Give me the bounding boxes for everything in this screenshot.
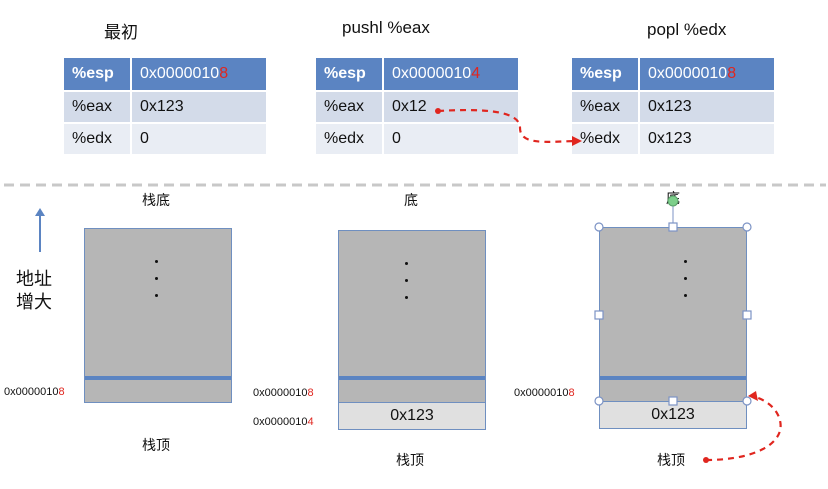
ellipsis-dot [405,262,408,265]
stack-marker [339,376,485,380]
table-row: %eax 0x123 [64,92,266,124]
table-row: %esp 0x00000108 [572,58,774,92]
table-row: %esp 0x00000104 [316,58,518,92]
stack-1 [84,228,232,403]
ellipsis-dot [684,260,687,263]
address-label: 0x00000108 [253,387,314,399]
register-value: 0 [384,124,518,156]
register-value: 0x123 [640,124,774,156]
table-row: %eax 0x123 [572,92,774,124]
ellipsis-dot [684,277,687,280]
stack-top-label-1: 栈顶 [142,437,170,453]
address-label: 0x00000104 [253,416,314,428]
ellipsis-dot [684,294,687,297]
address-increase-label: 地址 增大 [16,269,52,312]
register-name: %edx [316,124,384,156]
panel-2-title: pushl %eax [342,18,430,37]
register-name: %esp [316,58,384,92]
esp-marker [85,376,231,380]
ellipsis-dot [405,296,408,299]
ellipsis-dot [155,277,158,280]
stack-2 [338,230,486,404]
up-arrowhead-icon [35,208,45,216]
register-value: 0x00000108 [640,58,774,92]
stack-top-label-2: 栈顶 [396,452,424,468]
stack-bottom-label-3: 底 [666,190,680,206]
register-table-2: %esp 0x00000104 %eax 0x12 %edx 0 [316,58,518,156]
table-row: %edx 0 [64,124,266,156]
panel-3-title: popl %edx [647,20,727,39]
table-row: %edx 0x123 [572,124,774,156]
table-row: %eax 0x12 [316,92,518,124]
address-label: 0x00000108 [514,387,575,399]
table-row: %edx 0 [316,124,518,156]
stack-bottom-label-1: 栈底 [142,192,170,208]
register-value: 0x12 [384,92,518,124]
ellipsis-dot [405,279,408,282]
panel-1-title: 最初 [104,23,138,42]
register-name: %esp [572,58,640,92]
register-table-1: %esp 0x00000108 %eax 0x123 %edx 0 [64,58,266,156]
register-value: 0 [132,124,266,156]
register-table-3: %esp 0x00000108 %eax 0x123 %edx 0x123 [572,58,774,156]
register-name: %eax [316,92,384,124]
register-name: %esp [64,58,132,92]
stack-top-label-3: 栈顶 [657,452,685,468]
esp-marker [600,376,746,380]
address-label: 0x00000108 [4,386,65,398]
register-value: 0x00000104 [384,58,518,92]
ellipsis-dot [155,294,158,297]
register-name: %edx [572,124,640,156]
pop-arrow-start-dot [703,457,709,463]
register-name: %eax [64,92,132,124]
register-value: 0x00000108 [132,58,266,92]
stack-bottom-label-2: 底 [404,192,418,208]
stack-cell: 0x123 [338,402,486,430]
pop-arrowhead-icon [748,391,758,401]
stack-cell: 0x123 [599,401,747,429]
register-name: %edx [64,124,132,156]
register-name: %eax [572,92,640,124]
register-value: 0x123 [132,92,266,124]
register-value: 0x123 [640,92,774,124]
table-row: %esp 0x00000108 [64,58,266,92]
ellipsis-dot [155,260,158,263]
